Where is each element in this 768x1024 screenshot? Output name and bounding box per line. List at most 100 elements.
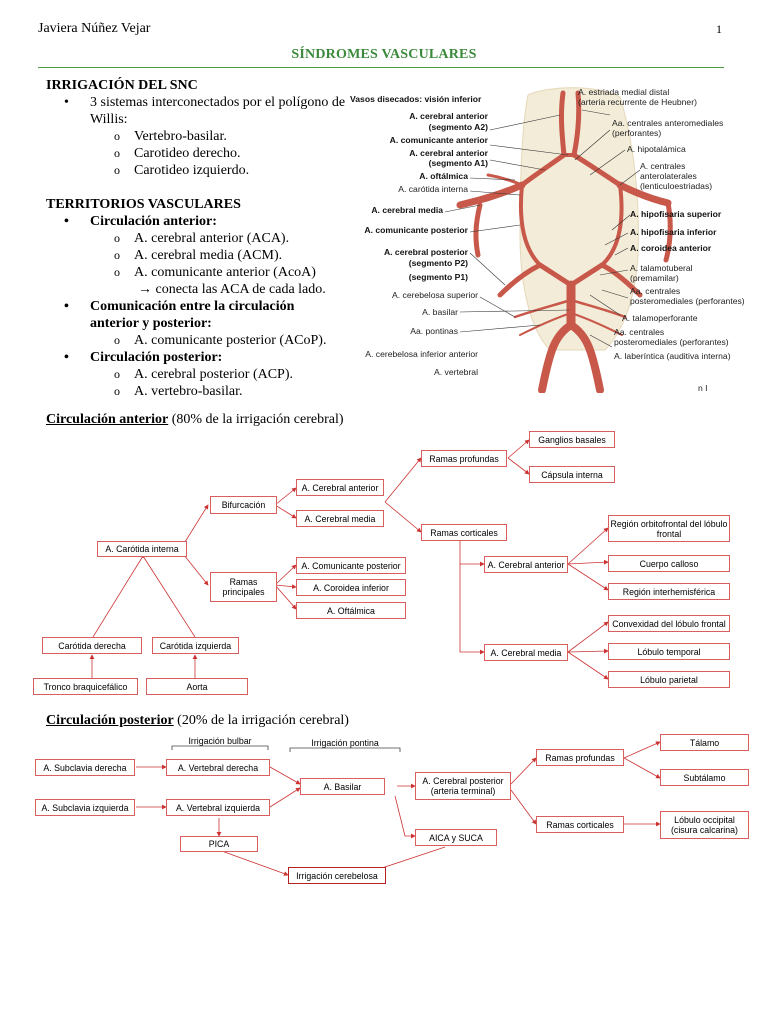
figure-label: A. cerebral anterior	[409, 111, 488, 121]
document-title: SÍNDROMES VASCULARES	[291, 47, 477, 62]
node-cerebral-anterior: A. Cerebral anterior	[296, 479, 384, 496]
outline-subitem: o A. comunicante anterior (AcoA)	[46, 264, 346, 281]
figure-label: A. oftálmica	[419, 171, 468, 181]
figure-label: A. talamoperforante	[622, 313, 698, 323]
figure-label: Aa. centrales anteromediales	[612, 118, 723, 128]
outline-note: → conecta las ACA de cada lado.	[138, 282, 326, 297]
circle-bullet-icon: o	[114, 333, 120, 347]
node-vertebral-izquierda: A. Vertebral izquierda	[166, 799, 270, 816]
figure-label: A. carótida interna	[398, 184, 468, 194]
figure-label: (premamilar)	[630, 273, 679, 283]
posterior-subheading-text: (20% de la irrigación cerebral)	[173, 713, 349, 728]
anterior-section-heading: Circulación anterior (80% de la irrigaci…	[46, 412, 344, 428]
node-coroidea-inferior: A. Coroidea inferior	[296, 579, 406, 596]
figure-label: A. centrales	[640, 161, 685, 171]
outline-bullet: •Circulación posterior:	[46, 349, 346, 366]
node-region-interhemisferica: Región interhemisférica	[608, 583, 730, 600]
circle-bullet-icon: o	[114, 384, 120, 398]
node-ramas-principales: Ramas principales	[210, 572, 277, 602]
node-talamo: Tálamo	[660, 734, 749, 751]
outline-bullet-text: 3 sistemas interconectados por el polígo…	[90, 95, 346, 127]
node-subtalamo: Subtálamo	[660, 769, 749, 786]
figure-label: (segmento A2)	[429, 122, 489, 132]
irrigacion-heading: IRRIGACIÓN DEL SNC	[46, 78, 198, 93]
figure-label: (segmento P1)	[409, 272, 468, 282]
figure-label: posteromediales (perforantes)	[630, 296, 745, 306]
figure-label: (segmento A1)	[429, 158, 489, 168]
figure-label: A. comunicante anterior	[390, 135, 489, 145]
circle-bullet-icon: o	[114, 265, 120, 279]
node-tronco-braquicefalico: Tronco braquicefálico	[33, 678, 138, 695]
figure-label: (perforantes)	[612, 128, 661, 138]
node-pc-ramas-corticales: Ramas corticales	[536, 816, 624, 833]
anterior-heading-text: Circulación anterior	[46, 412, 169, 427]
node-rc-cerebral-media: A. Cerebral media	[484, 644, 568, 661]
node-bifurcacion: Bifurcación	[210, 496, 277, 514]
outline-bullet-text: Circulación posterior:	[90, 350, 223, 365]
posterior-heading-text: Circulación posterior	[46, 713, 174, 728]
node-basilar: A. Basilar	[300, 778, 385, 795]
circle-bullet-icon: o	[114, 367, 120, 381]
figure-label: Aa. centrales	[614, 327, 664, 337]
figure-label: A. coroidea anterior	[630, 243, 712, 253]
node-lobulo-parietal: Lóbulo parietal	[608, 671, 730, 688]
node-irrigacion-cerebelosa: Irrigación cerebelosa	[288, 867, 386, 884]
outline: IRRIGACIÓN DEL SNC • 3 sistemas intercone…	[46, 77, 346, 400]
figure-label: A. laberíntica (auditiva interna)	[614, 351, 731, 361]
outline-subitem-text: A. cerebral media (ACM).	[134, 248, 283, 263]
node-convexidad: Convexidad del lóbulo frontal	[608, 615, 730, 632]
outline-bullet-text: Circulación anterior:	[90, 214, 217, 229]
label-irrigacion-pontina: Irrigación pontina	[311, 738, 379, 748]
willis-illustration: Vasos disecados: visión inferior A. cere…	[350, 85, 754, 394]
node-subclavia-izquierda: A. Subclavia izquierda	[35, 799, 135, 816]
circle-bullet-icon: o	[114, 163, 120, 177]
outline-subitem-text: Carotideo izquierdo.	[134, 163, 250, 178]
figure-label: A. vertebral	[434, 367, 478, 377]
outline-subitem: o Carotideo izquierdo.	[46, 162, 346, 179]
outline-subitem-text: A. comunicante anterior (AcoA)	[134, 265, 316, 280]
outline-subitem-text: A. comunicante posterior (ACoP).	[134, 333, 327, 348]
circle-bullet-icon: o	[114, 146, 120, 160]
outline-subitem: o Carotideo derecho.	[46, 145, 346, 162]
outline-subitem-text: A. cerebral anterior (ACA).	[134, 231, 290, 246]
outline-bullet: • Comunicación entre la circulación anter…	[46, 298, 346, 332]
outline-subitem-text: Vertebro-basilar.	[134, 129, 227, 144]
page-number: 1	[716, 22, 722, 36]
node-aica-suca: AICA y SUCA	[415, 829, 497, 846]
figure-label: anterolaterales	[640, 171, 697, 181]
figure-label: Aa. centrales	[630, 286, 680, 296]
figure-label: A. basilar	[422, 307, 458, 317]
figure-title: Vasos disecados: visión inferior	[350, 94, 482, 104]
figure-label: A. cerebral anterior	[409, 148, 488, 158]
outline-bullet-text: Comunicación entre la circulación anteri…	[90, 299, 295, 331]
figure-label: A. cerebral media	[371, 205, 443, 215]
circle-of-willis-figure: Vasos disecados: visión inferior A. cere…	[350, 85, 754, 394]
node-region-orbitofrontal: Región orbitofrontal del lóbulo frontal	[608, 515, 730, 542]
figure-label: A. cerebelosa superior	[392, 290, 478, 300]
figure-label: A. estriada medial distal	[578, 87, 669, 97]
node-cuerpo-calloso: Cuerpo calloso	[608, 555, 730, 572]
figure-label: (arteria recurrente de Heubner)	[578, 97, 697, 107]
outline-subitem-text: Carotideo derecho.	[134, 146, 241, 161]
node-pc-ramas-profundas: Ramas profundas	[536, 749, 624, 766]
node-subclavia-derecha: A. Subclavia derecha	[35, 759, 135, 776]
figure-label: A. cerebelosa inferior anterior	[365, 349, 478, 359]
figure-label: A. cerebral posterior	[384, 247, 469, 257]
figure-label: A. comunicante posterior	[364, 225, 468, 235]
node-ramas-profundas: Ramas profundas	[421, 450, 507, 467]
posterior-section-heading: Circulación posterior (20% de la irrigac…	[46, 713, 349, 729]
circle-bullet-icon: o	[114, 231, 120, 245]
node-comunicante-posterior: A. Comunicante posterior	[296, 557, 406, 574]
figure-label: Aa. pontinas	[410, 326, 458, 336]
bullet-icon: •	[64, 299, 69, 314]
node-ganglios-basales: Ganglios basales	[529, 431, 615, 448]
node-carotida-interna: A. Carótida interna	[97, 541, 187, 557]
node-carotida-derecha: Carótida derecha	[42, 637, 142, 654]
author-name: Javiera Núñez Vejar	[38, 21, 151, 36]
anterior-subheading-text: (80% de la irrigación cerebral)	[168, 412, 344, 427]
figure-label: posteromediales (perforantes)	[614, 337, 729, 347]
